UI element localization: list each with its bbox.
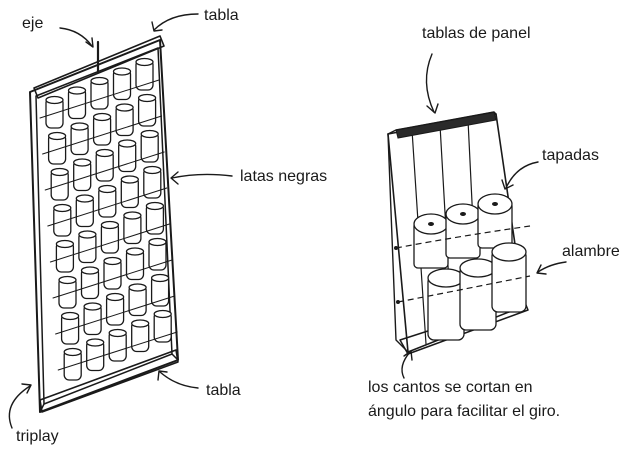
black-can	[73, 158, 92, 192]
black-can	[148, 237, 167, 271]
black-can	[131, 319, 150, 353]
label-triplay: triplay	[16, 428, 59, 445]
arrow-eje	[59, 27, 93, 47]
leader-arrows	[8, 13, 567, 429]
arrow-tabla-top	[153, 13, 199, 31]
row-wire	[52, 259, 173, 299]
black-can	[140, 129, 159, 163]
black-can	[153, 309, 172, 343]
black-can	[55, 239, 75, 273]
label-alambre: alambre	[562, 243, 620, 260]
black-can	[53, 203, 72, 237]
label-tabla-bottom: tabla	[206, 382, 241, 399]
caption-line-2: ángulo para facilitar el giro.	[368, 403, 560, 420]
arrow-tabla-bottom	[159, 371, 199, 389]
black-can	[112, 67, 132, 101]
black-can	[50, 167, 69, 201]
black-can	[86, 338, 105, 372]
caption-line-1: los cantos se cortan en	[368, 379, 533, 396]
left-can-panel	[29, 35, 179, 413]
row-wire	[55, 295, 176, 335]
black-can	[47, 131, 67, 165]
arrow-latas-negras	[171, 173, 233, 179]
bottom-tabla	[39, 349, 179, 413]
black-can	[145, 201, 165, 235]
black-can	[128, 283, 147, 317]
black-can	[103, 256, 122, 290]
arrow-caption	[401, 351, 411, 379]
label-latas-negras: latas negras	[240, 168, 327, 185]
row-wire	[42, 115, 163, 155]
black-can	[45, 95, 64, 129]
black-can	[123, 211, 142, 245]
black-can	[108, 328, 127, 362]
black-can	[98, 184, 117, 218]
black-can	[150, 273, 170, 307]
label-eje: eje	[22, 15, 43, 32]
black-can	[83, 302, 102, 336]
black-can	[95, 148, 114, 182]
panel-top-hatched-edge	[395, 111, 497, 139]
black-can	[100, 220, 120, 254]
black-can	[120, 175, 139, 209]
row-wire	[47, 187, 168, 227]
black-can	[118, 139, 137, 173]
black-can	[115, 103, 134, 137]
back-row-cans	[413, 193, 513, 269]
row-wire	[44, 151, 165, 191]
alambre-wire-upper	[395, 225, 531, 249]
black-can	[135, 57, 154, 91]
row-wire	[39, 79, 160, 119]
black-can	[80, 266, 100, 300]
row-wire	[49, 223, 170, 263]
arrow-tablas-de-panel	[425, 53, 435, 113]
label-tabla-top: tabla	[204, 7, 239, 24]
label-tapadas: tapadas	[542, 147, 599, 164]
alambre-wire-lower	[397, 275, 531, 303]
black-can	[137, 93, 157, 127]
black-can	[75, 194, 94, 228]
black-can	[143, 165, 162, 199]
front-row-cans	[427, 242, 527, 341]
black-can	[125, 247, 145, 281]
black-can	[105, 292, 125, 326]
arrow-tapadas	[505, 161, 539, 189]
black-can	[92, 112, 112, 146]
black-can	[58, 275, 77, 309]
arrow-alambre	[537, 261, 567, 273]
label-tablas-de-panel: tablas de panel	[422, 25, 531, 42]
black-cans-grid	[39, 57, 178, 381]
right-panel-detail	[387, 111, 531, 355]
black-can	[63, 347, 82, 381]
top-tabla	[33, 35, 165, 99]
black-can	[90, 76, 109, 110]
row-wire	[57, 331, 178, 371]
arrow-triplay	[8, 385, 31, 429]
black-can	[70, 122, 89, 156]
black-can	[78, 230, 97, 264]
black-can	[60, 311, 80, 345]
labels: eje tabla latas negras tabla triplay tab…	[16, 7, 620, 445]
black-can	[67, 86, 87, 120]
